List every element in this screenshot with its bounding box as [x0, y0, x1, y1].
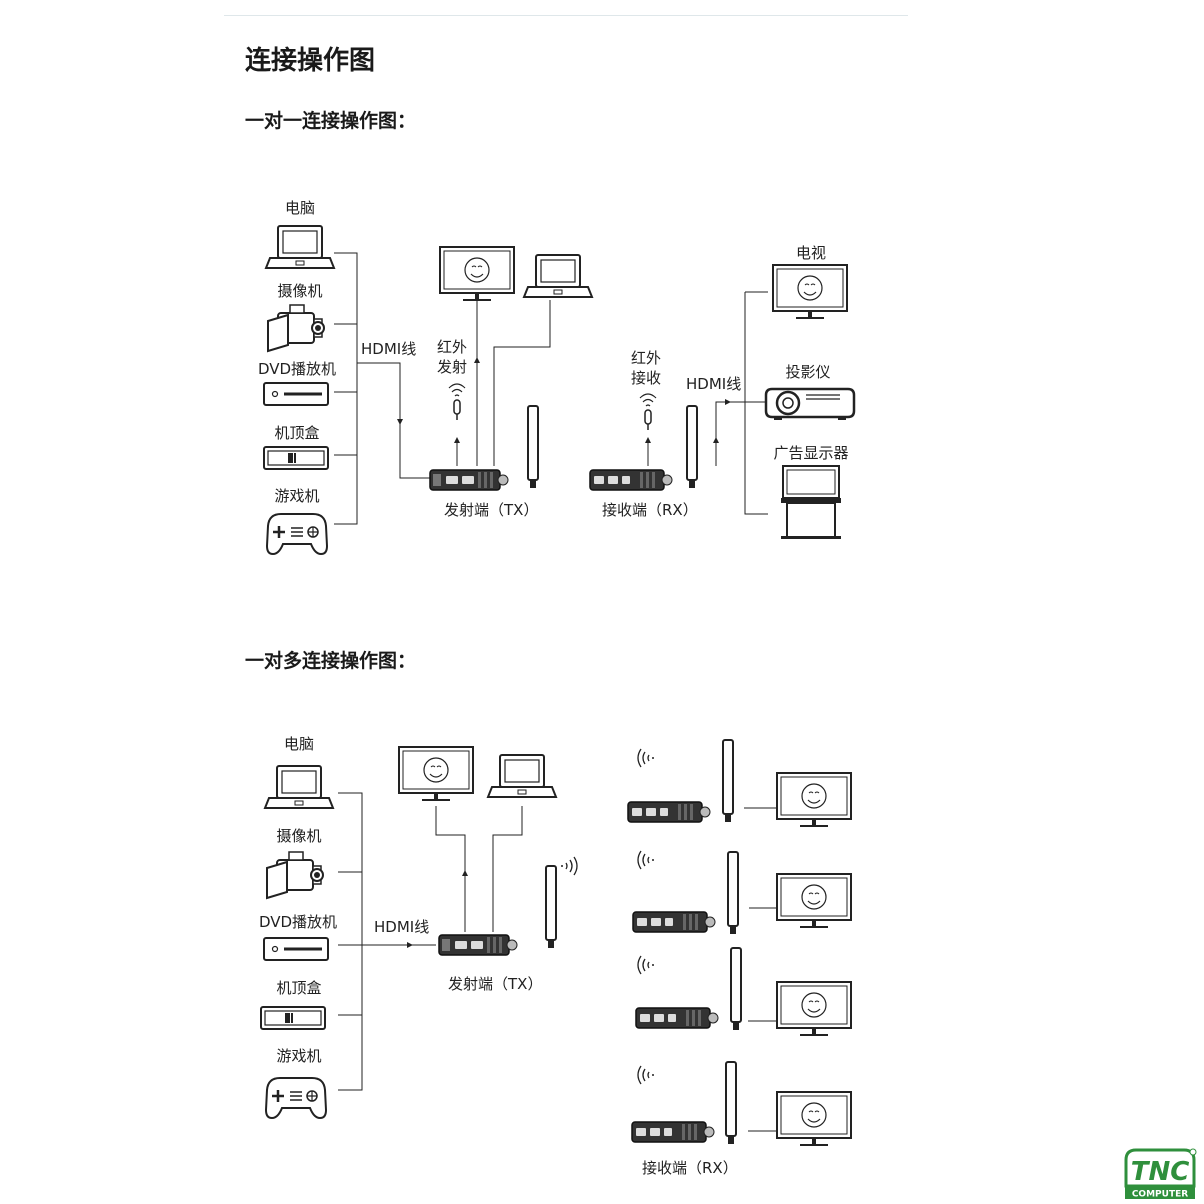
section1-diagram: 电脑 摄像机 DVD播放机 机顶盒 游戏机 HDMI线 红外 发射: [258, 199, 856, 556]
s2-hdmi-label: HDMI线: [374, 918, 429, 936]
s1-ir-tx-label-2: 发射: [437, 358, 467, 376]
s1-projector-icon: [764, 387, 856, 422]
s2-rx3-wifi-icon: [637, 955, 655, 975]
s1-source-computer-label: 电脑: [285, 199, 315, 217]
s2-rx2-monitor-icon: [776, 873, 852, 929]
top-divider: [224, 15, 908, 16]
s1-source-stb-label: 机顶盒: [274, 424, 319, 442]
s1-display-tv-label: 电视: [796, 244, 826, 262]
s1-rx-antenna-icon: [686, 405, 698, 489]
s1-source-camera-label: 摄像机: [277, 282, 322, 300]
logo-text: TNC: [1131, 1157, 1190, 1187]
s1-tv-icon: [772, 264, 848, 320]
s2-tx-unit-icon: [438, 934, 518, 956]
s1-top-monitor-icon: [439, 246, 515, 302]
s2-receiver-3: [635, 947, 852, 1037]
s2-top-monitor-icon: [398, 746, 474, 802]
s1-laptop-icon: [265, 225, 335, 269]
s1-hdmi-left-label: HDMI线: [361, 340, 416, 358]
s1-source-dvd-label: DVD播放机: [258, 360, 336, 378]
section2-heading: 一对多连接操作图：: [245, 650, 417, 672]
page-title: 连接操作图: [245, 46, 376, 76]
s2-tx-antenna-icon: [545, 865, 557, 949]
s2-dvd-icon: [263, 937, 329, 961]
s2-source-camera-label: 摄像机: [276, 827, 321, 845]
s2-rx4-monitor-icon: [776, 1091, 852, 1147]
s2-rx-label: 接收端（RX）: [642, 1159, 738, 1177]
s2-laptop-icon: [264, 765, 334, 809]
s2-source-bracket: [338, 792, 436, 1091]
s1-source-bracket: [334, 252, 430, 525]
s1-settopbox-icon: [263, 446, 329, 470]
s1-tx-unit-icon: [429, 469, 509, 491]
s2-source-gamepad-label: 游戏机: [276, 1047, 321, 1065]
s1-ad-display-icon: [780, 465, 842, 540]
s2-receiver-4: [631, 1061, 852, 1147]
s2-rx2-wifi-icon: [637, 850, 655, 870]
s2-receiver-1: [627, 739, 852, 828]
s1-ir-receiver-icon: [639, 393, 657, 431]
s2-settopbox-icon: [260, 1006, 326, 1030]
s2-rx4-unit-icon: [631, 1121, 715, 1143]
s1-dvd-icon: [263, 382, 329, 406]
s1-hdmi-right-label: HDMI线: [686, 375, 741, 393]
s1-ir-tx-label-1: 红外: [437, 338, 467, 356]
s2-rx1-monitor-icon: [776, 772, 852, 828]
section1-heading: 一对一连接操作图：: [245, 110, 417, 132]
s1-ir-rx-label-1: 红外: [631, 349, 661, 367]
s2-source-stb-label: 机顶盒: [276, 979, 321, 997]
tnc-computer-logo: TNC COMPUTER: [1124, 1148, 1197, 1200]
s2-rx1-unit-icon: [627, 801, 711, 823]
s1-rx-unit-icon: [589, 469, 673, 491]
s2-receiver-2: [632, 850, 852, 935]
s1-ir-rx-label-2: 接收: [631, 369, 661, 387]
s2-source-dvd-label: DVD播放机: [259, 913, 337, 931]
s2-rx3-monitor-icon: [776, 981, 852, 1037]
s1-top-laptop-icon: [523, 254, 593, 298]
section2-diagram: 电脑 摄像机 DVD播放机 机顶盒 游戏机 HDMI线 发射端（TX）: [259, 735, 852, 1177]
s1-rx-label: 接收端（RX）: [602, 501, 698, 519]
s2-rx1-antenna-icon: [722, 739, 734, 823]
s2-rx3-antenna-icon: [730, 947, 742, 1031]
s2-rx4-wifi-icon: [637, 1065, 655, 1085]
s2-rx2-antenna-icon: [727, 851, 739, 935]
logo-subtext: COMPUTER: [1132, 1190, 1188, 1200]
s2-rx4-antenna-icon: [725, 1061, 737, 1145]
s1-camera-icon: [267, 304, 325, 352]
s1-gamepad-icon: [265, 512, 329, 556]
s1-ir-transmitter-icon: [448, 383, 466, 421]
s2-camera-icon: [266, 851, 324, 899]
s1-display-kiosk-label: 广告显示器: [773, 444, 848, 462]
s2-rx3-unit-icon: [635, 1007, 719, 1029]
s2-tx-label: 发射端（TX）: [448, 975, 542, 993]
s2-gamepad-icon: [264, 1076, 328, 1120]
s2-rx2-unit-icon: [632, 911, 716, 933]
s1-display-projector-label: 投影仪: [785, 363, 830, 381]
s2-top-laptop-icon: [487, 754, 557, 798]
s2-rx1-wifi-icon: [637, 748, 655, 768]
s2-source-computer-label: 电脑: [284, 735, 314, 753]
s2-tx-wifi-waves-icon: [560, 856, 578, 876]
s1-tx-label: 发射端（TX）: [444, 501, 538, 519]
s1-source-gamepad-label: 游戏机: [274, 487, 319, 505]
s1-tx-antenna-icon: [527, 405, 539, 489]
